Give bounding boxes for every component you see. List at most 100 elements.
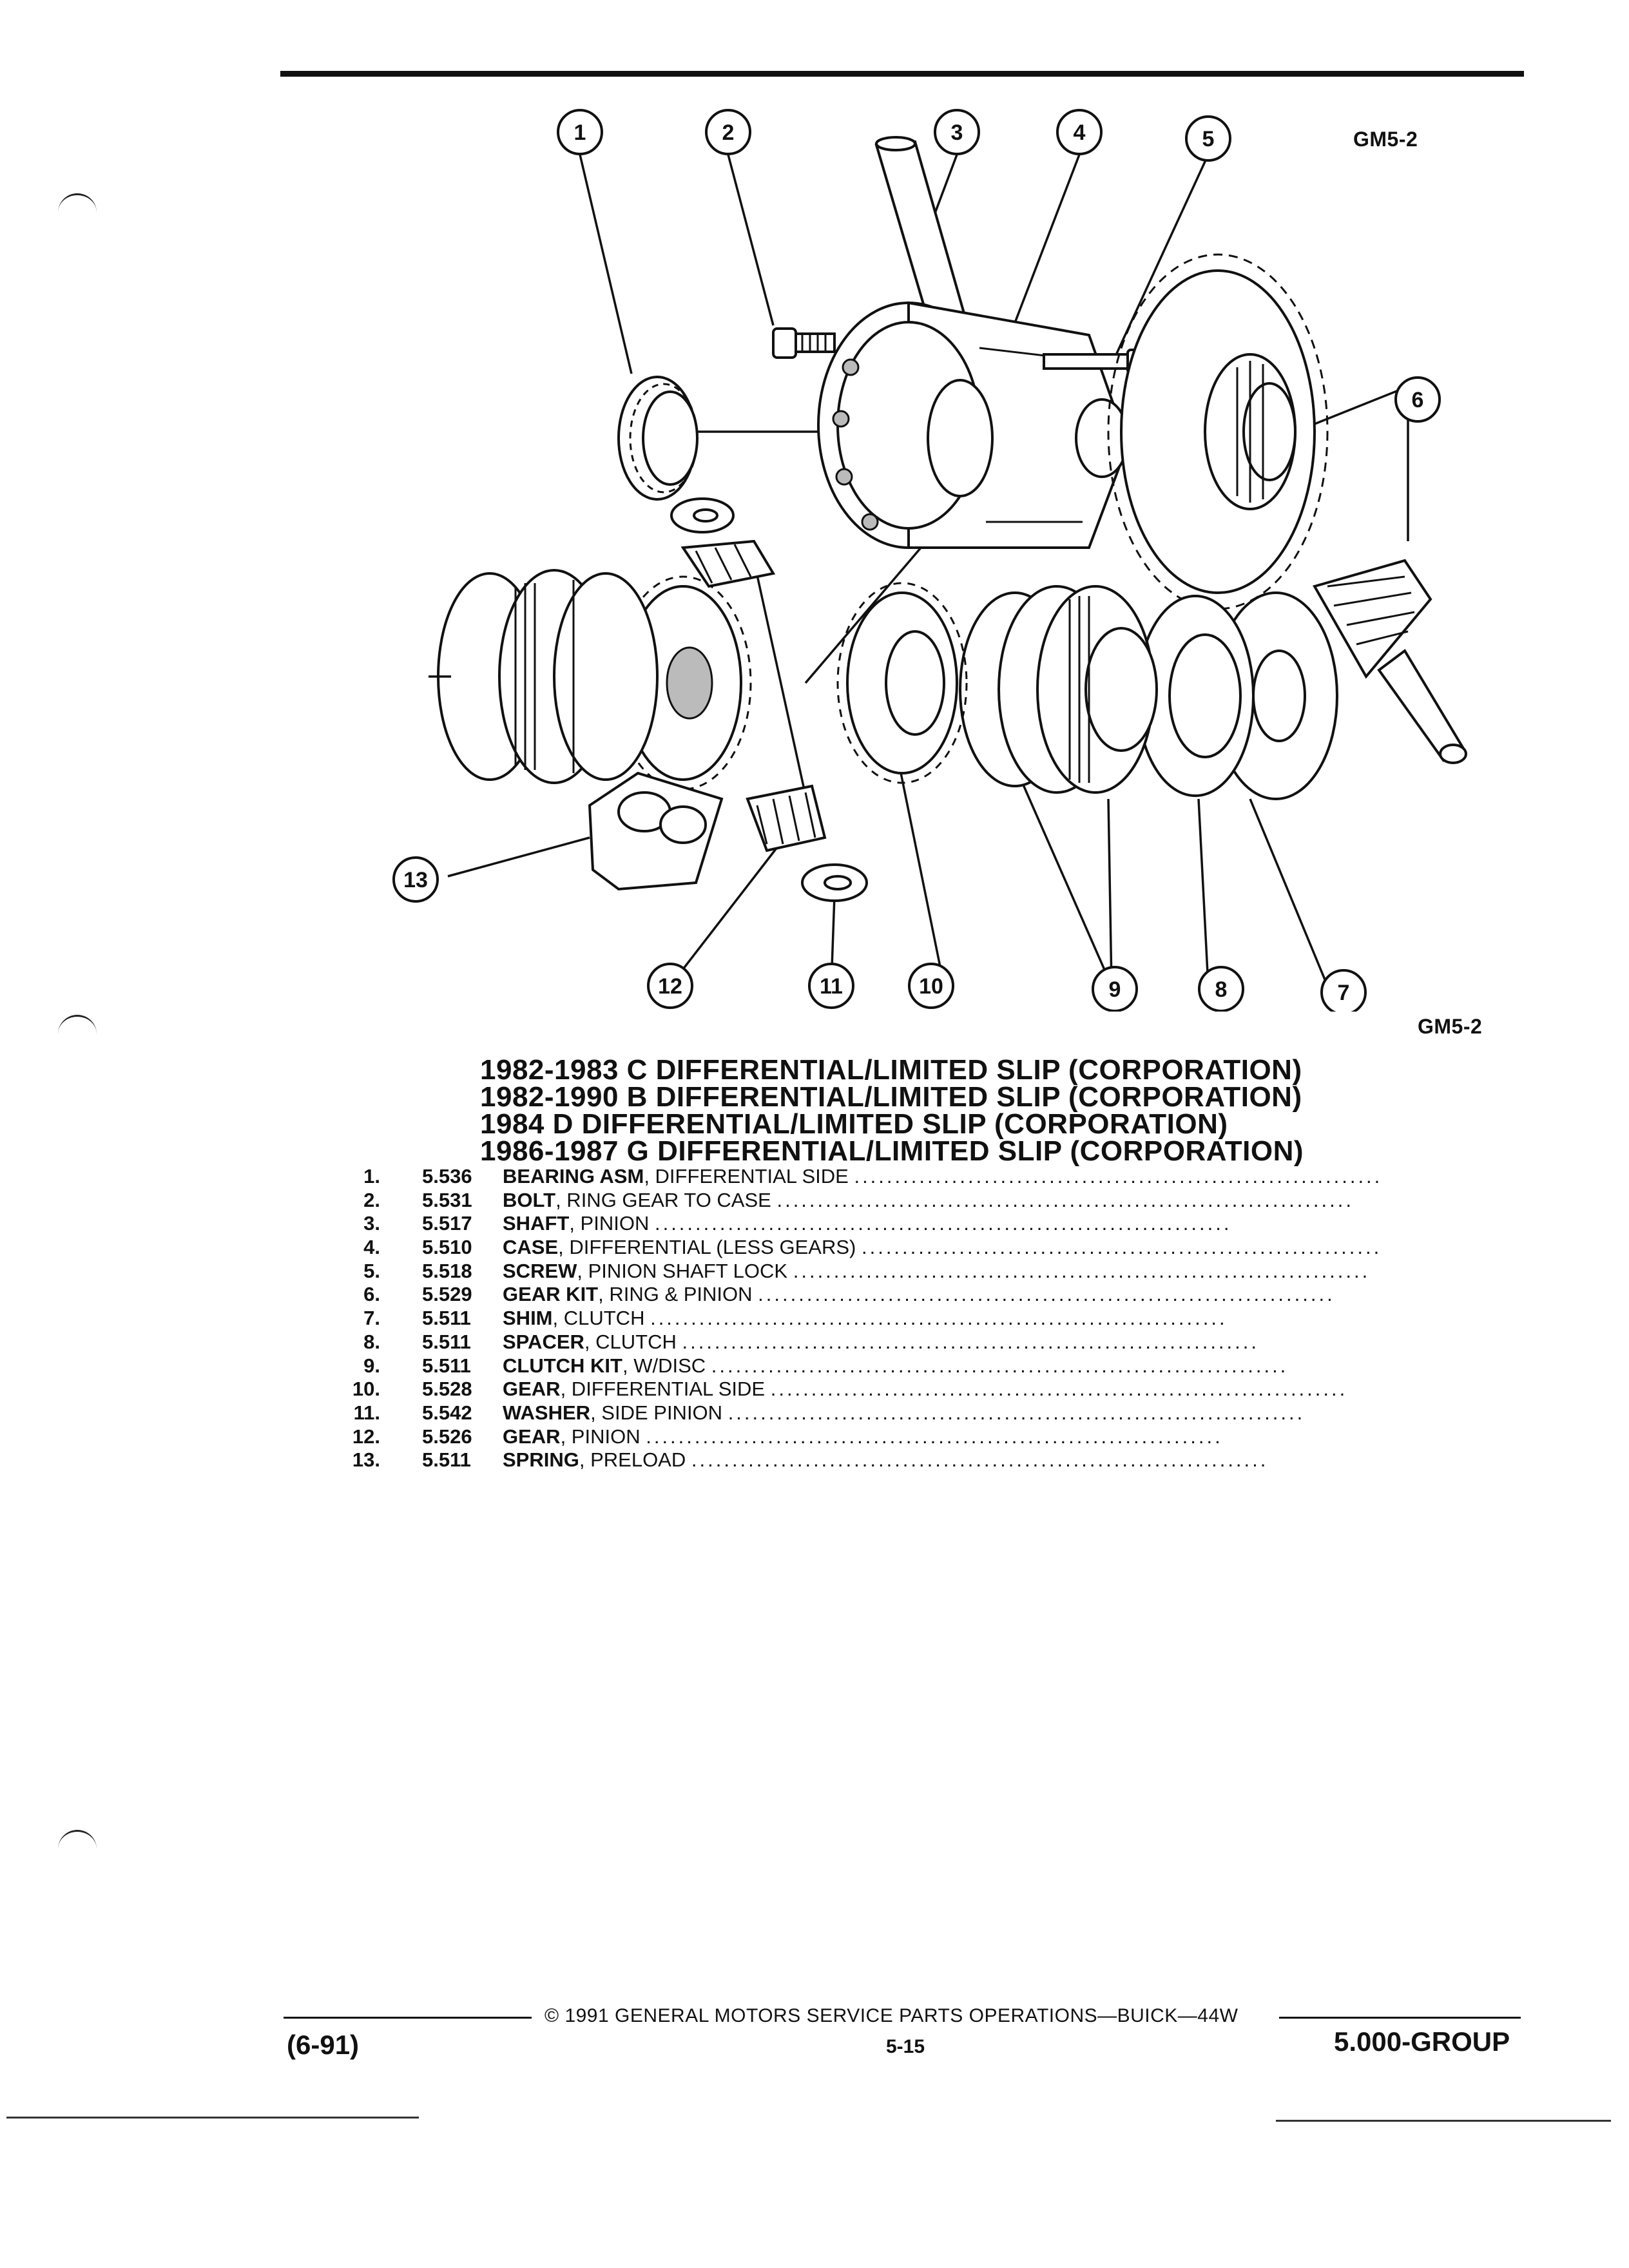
figure-code-top: GM5-2 [1353, 128, 1418, 151]
callout-7: 7 [1320, 969, 1367, 1012]
svg-text:12: 12 [658, 974, 682, 999]
callout-2: 2 [705, 109, 751, 155]
dot-leader: ........................................… [654, 1212, 1232, 1235]
dot-leader: ........................................… [770, 1378, 1348, 1401]
part-name: CLUTCH KIT [503, 1354, 622, 1377]
part-name: GEAR [503, 1378, 561, 1401]
svg-text:4: 4 [1074, 120, 1086, 145]
title-line-4: 1986-1987 G DIFFERENTIAL/LIMITED SLIP (C… [480, 1135, 1304, 1167]
part-drive-pinion [1312, 559, 1467, 764]
part-description: GEAR, DIFFERENTIAL SIDE ................… [503, 1378, 1348, 1401]
parts-row: 2. 5.531 BOLT, RING GEAR TO CASE .........… [335, 1189, 1379, 1213]
dot-leader: ........................................… [650, 1307, 1228, 1330]
part-number: 10. [352, 1378, 380, 1401]
part-section: 5.518 [422, 1259, 472, 1282]
svg-text:11: 11 [820, 974, 843, 999]
exploded-diagram: 1 2 3 4 5 6 7 8 9 10 11 12 13 [392, 109, 1467, 1012]
callout-13: 13 [392, 856, 439, 903]
part-bolt [772, 327, 836, 359]
callout-8: 8 [1198, 966, 1244, 1012]
title-line-3: 1984 D DIFFERENTIAL/LIMITED SLIP (CORPOR… [480, 1108, 1228, 1140]
callout-3: 3 [934, 109, 980, 155]
svg-text:1: 1 [574, 120, 586, 145]
part-number: 5. [363, 1259, 380, 1282]
leader-lines [447, 154, 1409, 987]
title-block: 1982-1983 C DIFFERENTIAL/LIMITED SLIP (C… [480, 1054, 1304, 1167]
part-description: GEAR KIT, RING & PINION ................… [503, 1283, 1335, 1306]
part-number: 13. [352, 1448, 380, 1472]
svg-text:5: 5 [1202, 127, 1215, 151]
part-section: 5.536 [422, 1165, 472, 1187]
callout-9: 9 [1092, 966, 1138, 1012]
footer-group: 5.000-GROUP [1334, 2026, 1510, 2057]
title-line-2: 1982-1990 B DIFFERENTIAL/LIMITED SLIP (C… [480, 1081, 1302, 1113]
part-section: 5.528 [422, 1378, 472, 1401]
part-bearing-asm [617, 376, 699, 501]
parts-row: 10. 5.528 GEAR, DIFFERENTIAL SIDE ........… [335, 1378, 1379, 1401]
part-case [817, 301, 1130, 549]
callout-12: 12 [647, 963, 693, 1009]
svg-text:9: 9 [1109, 977, 1121, 1002]
part-number: 2. [363, 1188, 380, 1211]
callout-4: 4 [1056, 109, 1103, 155]
svg-text:3: 3 [951, 120, 963, 145]
part-number: 4. [363, 1236, 380, 1259]
part-description: CLUTCH KIT, W/DISC .....................… [503, 1354, 1289, 1377]
part-name: CASE [503, 1236, 559, 1259]
part-number: 9. [363, 1354, 380, 1377]
part-washer [670, 497, 868, 902]
binder-hole-mark [58, 193, 97, 215]
part-clutch-kit [959, 585, 1158, 794]
callout-1: 1 [557, 109, 603, 155]
part-name: SCREW [503, 1259, 577, 1282]
part-spacer [1136, 595, 1255, 797]
dot-leader: ........................................… [646, 1425, 1223, 1448]
part-description: SCREW, PINION SHAFT LOCK ...............… [503, 1259, 1371, 1282]
footer-date-code: (6-91) [287, 2030, 360, 2060]
part-description: GEAR, PINION ...........................… [503, 1425, 1223, 1448]
part-description: SHIM, CLUTCH ...........................… [503, 1307, 1228, 1330]
part-number: 8. [363, 1330, 380, 1353]
parts-row: 6. 5.529 GEAR KIT, RING & PINION .........… [335, 1283, 1379, 1307]
part-description: SPRING, PRELOAD ........................… [503, 1448, 1269, 1472]
part-name: BOLT [503, 1188, 556, 1211]
part-name: GEAR [503, 1425, 561, 1448]
part-number: 11. [353, 1401, 380, 1424]
part-name: SHIM [503, 1307, 553, 1330]
part-description: BEARING ASM, DIFFERENTIAL SIDE .........… [503, 1165, 1379, 1188]
callout-6: 6 [1394, 376, 1441, 423]
dot-leader: ........................................… [711, 1354, 1289, 1377]
top-rule [280, 71, 1524, 77]
footer-copyright: © 1991 GENERAL MOTORS SERVICE PARTS OPER… [545, 2005, 1239, 2026]
part-number: 12. [352, 1425, 380, 1448]
footer-rule-left [284, 2017, 532, 2019]
figure-code-bottom: GM5-2 [1418, 1015, 1483, 1038]
svg-text:6: 6 [1412, 388, 1424, 412]
part-section: 5.510 [422, 1236, 472, 1259]
part-section: 5.511 [422, 1330, 471, 1353]
part-name: BEARING ASM [503, 1165, 644, 1187]
part-number: 6. [363, 1283, 380, 1306]
dot-leader: ........................................… [861, 1236, 1379, 1259]
callout-10: 10 [908, 963, 954, 1009]
part-clutch-pack-left [429, 569, 659, 784]
dot-leader: ........................................… [691, 1448, 1269, 1472]
part-name: WASHER [503, 1401, 591, 1424]
callout-5: 5 [1185, 115, 1231, 162]
dot-leader: ........................................… [758, 1283, 1335, 1306]
part-description: BOLT, RING GEAR TO CASE ................… [503, 1188, 1354, 1211]
part-section: 5.531 [422, 1188, 472, 1211]
title-line-1: 1982-1983 C DIFFERENTIAL/LIMITED SLIP (C… [480, 1054, 1302, 1086]
dot-leader: ........................................… [793, 1259, 1371, 1282]
part-number: 3. [363, 1212, 380, 1235]
part-ring-gear [1107, 253, 1329, 610]
part-section: 5.529 [422, 1283, 472, 1306]
